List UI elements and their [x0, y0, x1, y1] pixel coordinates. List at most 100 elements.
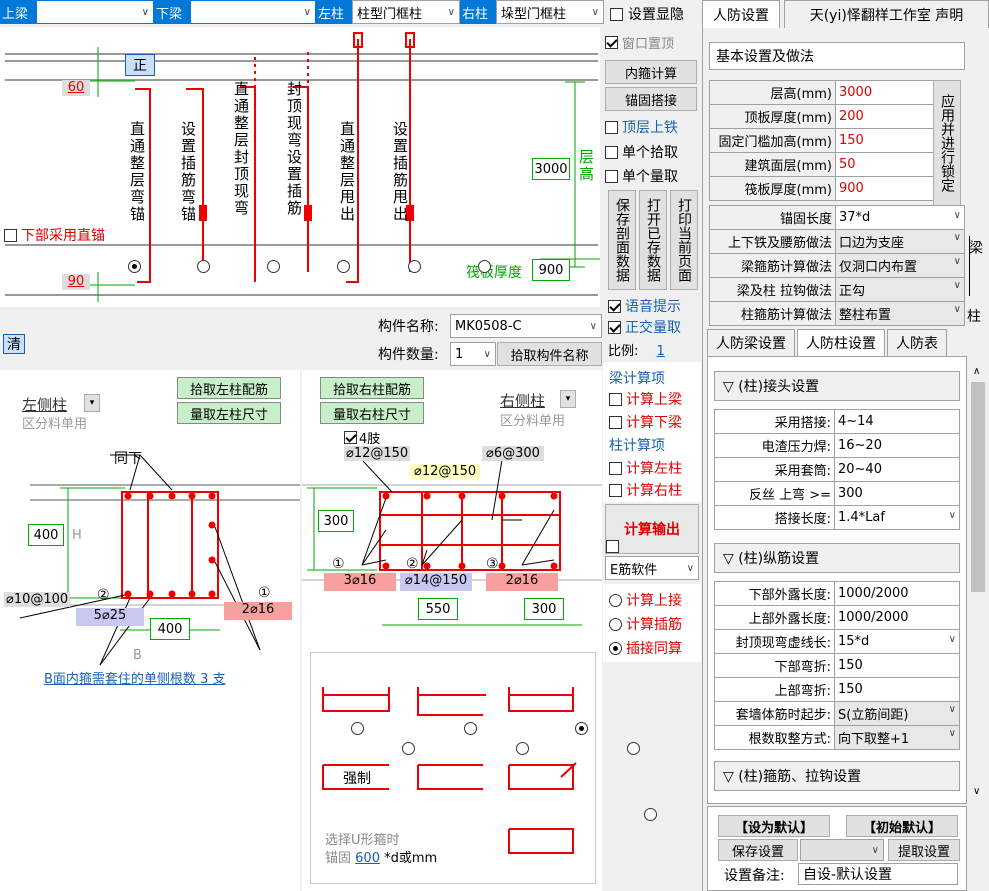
right-n3-value[interactable]: 2⌀16 — [486, 573, 558, 591]
scale-value[interactable]: 1 — [656, 344, 665, 359]
checkbox[interactable] — [608, 299, 621, 313]
row-value[interactable]: 1000/2000 — [834, 605, 960, 630]
row-value[interactable]: 200 — [835, 104, 935, 129]
row-value[interactable]: 1000/2000 — [834, 581, 960, 606]
radio[interactable] — [609, 617, 622, 631]
row-value[interactable]: 150 — [835, 128, 935, 153]
radio[interactable] — [609, 593, 622, 607]
beam-stirrup-select[interactable]: 仅洞口内布置∨ — [835, 253, 965, 278]
settings-profile-select[interactable]: ∨ — [800, 839, 884, 861]
show-hide-toggle[interactable]: 设置显隐 — [610, 4, 684, 24]
fa-ban-value[interactable]: 900 — [532, 259, 570, 281]
scrollbar[interactable]: ∧ ∨ — [969, 364, 987, 804]
calc-output-button[interactable]: 计算输出 — [605, 504, 699, 554]
xia-bu-zhi-mao-toggle[interactable]: 下部采用直锚 — [4, 225, 105, 245]
window-top-toggle[interactable]: 窗口置顶 — [605, 33, 674, 52]
u-option-radio-3[interactable] — [575, 722, 589, 735]
checkbox[interactable] — [609, 415, 622, 429]
dim-400-b[interactable]: 400 — [150, 618, 190, 640]
apply-lock-button[interactable]: 应用并进行锁定 — [933, 80, 961, 206]
print-page-button[interactable]: 打印当前页面 — [670, 190, 698, 290]
tab-renfang-settings[interactable]: 人防设置 — [702, 0, 780, 28]
dim-400-h[interactable]: 400 — [28, 524, 64, 546]
checkbox[interactable] — [344, 431, 357, 444]
ceng-gao-value[interactable]: 3000 — [532, 158, 570, 180]
checkbox[interactable] — [609, 461, 622, 475]
pick-left-col-rebar-button[interactable]: 拾取左柱配筋 — [177, 377, 281, 399]
tab-studio[interactable]: 天(yi)怿翻样工作室 声明 — [784, 0, 989, 28]
left-col-dropdown[interactable]: ▾ — [84, 394, 100, 412]
checkbox[interactable] — [610, 7, 623, 21]
row-value[interactable]: 20~40 — [834, 457, 960, 482]
checkbox[interactable] — [605, 169, 618, 183]
u-anchor-value[interactable]: 600 — [355, 851, 380, 866]
anchor-len-select[interactable]: 37*d∨ — [835, 205, 965, 230]
u-option-radio-7[interactable] — [643, 808, 657, 821]
dim-top[interactable]: 60 — [62, 80, 90, 96]
u-option-radio-2[interactable] — [464, 722, 478, 735]
lap-length-select[interactable]: 1.4*Laf∨ — [834, 505, 960, 530]
start-select[interactable]: S(立筋间距)∨ — [834, 701, 960, 726]
option-radio-5[interactable] — [407, 260, 421, 273]
option-radio-4[interactable] — [337, 260, 351, 273]
calc-upper-beam-toggle[interactable]: 计算上梁 — [609, 389, 682, 409]
option-radio-2[interactable] — [197, 260, 211, 273]
clear-button[interactable]: 清 — [3, 334, 25, 354]
dim-bottom[interactable]: 90 — [62, 274, 90, 290]
pick-member-name-button[interactable]: 拾取构件名称 — [497, 342, 602, 366]
right-stirrup-1[interactable]: ⌀12@150 — [344, 446, 411, 461]
sect-lap[interactable]: ▽ (柱)接头设置 — [714, 371, 960, 401]
member-name-select[interactable]: MK0508-C∨ — [450, 314, 602, 338]
four-legs-toggle[interactable]: 4肢 — [344, 428, 380, 447]
calc-right-col-toggle[interactable]: 计算右柱 — [609, 480, 682, 500]
sect-stirrup[interactable]: ▽ (柱)箍筋、拉钩设置 — [714, 761, 960, 791]
option-radio-3[interactable] — [267, 260, 281, 273]
pick-right-col-rebar-button[interactable]: 拾取右柱配筋 — [320, 377, 424, 399]
left-n2-value[interactable]: 5⌀25 — [76, 608, 144, 626]
checkbox[interactable] — [605, 120, 618, 134]
row-value[interactable]: 4~14 — [834, 409, 960, 434]
checkbox[interactable] — [609, 392, 622, 406]
left-n1-value[interactable]: 2⌀16 — [224, 602, 292, 620]
u-option-radio-4[interactable] — [402, 742, 416, 755]
checkbox[interactable] — [605, 145, 618, 159]
dim-300-b[interactable]: 300 — [524, 598, 564, 620]
extract-settings-button[interactable]: 提取设置 — [888, 839, 960, 861]
u-option-radio-5[interactable] — [515, 742, 529, 755]
voice-prompt-toggle[interactable]: 语音提示 — [608, 296, 681, 316]
set-default-button[interactable]: 【设为默认】 — [718, 815, 830, 837]
software-select[interactable]: E筋软件∨ — [605, 556, 699, 580]
calc-upper-lap-radio[interactable]: 计算上接 — [609, 590, 682, 610]
right-n1-value[interactable]: 3⌀16 — [324, 573, 396, 591]
rounding-select[interactable]: 向下取整+1∨ — [834, 725, 960, 750]
tab-column-settings[interactable]: 人防柱设置 — [797, 329, 885, 356]
member-count-select[interactable]: 1∨ — [450, 342, 496, 366]
scrollbar-thumb[interactable] — [971, 382, 985, 592]
row-value[interactable]: 300 — [834, 481, 960, 506]
upper-beam-select[interactable]: ∨ — [36, 0, 154, 24]
zheng-button[interactable]: 正 — [125, 54, 155, 76]
calc-lower-beam-toggle[interactable]: 计算下梁 — [609, 412, 682, 432]
init-default-button[interactable]: 【初始默认】 — [846, 815, 958, 837]
inner-stirrup-button[interactable]: 内箍计算 — [605, 60, 697, 84]
anchor-lap-button[interactable]: 锚固搭接 — [605, 87, 697, 111]
checkbox[interactable] — [4, 228, 17, 242]
calc-left-col-toggle[interactable]: 计算左柱 — [609, 458, 682, 478]
row-value[interactable]: 150 — [834, 677, 960, 702]
save-settings-button[interactable]: 保存设置 — [718, 839, 798, 861]
ortho-measure-toggle[interactable]: 正交量取 — [608, 317, 681, 337]
insert-same-radio[interactable]: 插接同算 — [609, 638, 682, 658]
note-input[interactable]: 自设-默认设置 — [798, 863, 958, 885]
right-col-dropdown[interactable]: ▾ — [560, 390, 576, 408]
right-stirrup-3[interactable]: ⌀6@300 — [482, 446, 544, 461]
lower-beam-select[interactable]: ∨ — [190, 0, 316, 24]
sect-long[interactable]: ▽ (柱)纵筋设置 — [714, 543, 960, 573]
dash-length-select[interactable]: 15*d∨ — [834, 629, 960, 654]
col-stirrup-select[interactable]: 整柱布置∨ — [835, 301, 965, 326]
right-stirrup-2[interactable]: ⌀12@150 — [410, 464, 481, 479]
b-face-num[interactable]: 3 — [200, 672, 209, 687]
radio[interactable] — [609, 641, 622, 655]
left-col-select[interactable]: 柱型门框柱∨ — [352, 0, 460, 24]
calc-output-checkbox[interactable] — [606, 540, 619, 553]
checkbox[interactable] — [608, 320, 621, 334]
